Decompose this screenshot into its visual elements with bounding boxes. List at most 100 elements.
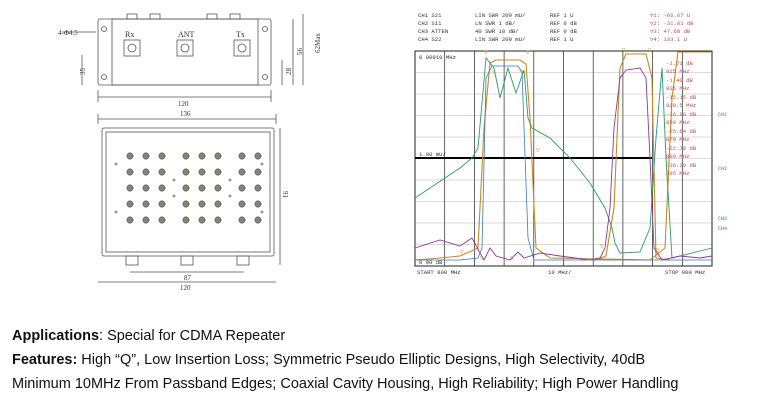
marker-15: -22.70 dB	[666, 145, 697, 152]
small-hole	[114, 162, 118, 166]
tuning-screw	[238, 216, 246, 224]
hole-label: 4-Φ4.5	[58, 29, 78, 37]
tuning-screw	[158, 200, 166, 208]
tuning-screw	[158, 216, 166, 224]
marker-triangle: ▽	[648, 47, 652, 54]
features-value-2: Minimum 10MHz From Passband Edges; Coaxi…	[12, 376, 679, 392]
side-label-ch3: CH3	[718, 216, 727, 222]
trace-s21-passband-rx	[414, 51, 712, 261]
tuning-screw	[198, 216, 206, 224]
header-ch4-scale: LIN SWR 200 mU/	[475, 36, 526, 43]
tuning-screw	[158, 184, 166, 192]
top-left-label: 0 00910 MHz	[419, 54, 456, 61]
marker-7: -1.40 dB	[666, 77, 693, 84]
tuning-screw	[198, 168, 206, 176]
marker-triangle: ▽	[656, 247, 660, 254]
tuning-screw	[254, 216, 262, 224]
marker-triangle: ▽	[536, 147, 540, 154]
top-view	[62, 13, 304, 102]
tuning-screw	[238, 152, 246, 160]
trace-atten	[415, 65, 712, 261]
tuning-screw	[238, 200, 246, 208]
tuning-screw	[142, 168, 150, 176]
small-hole	[172, 194, 176, 198]
small-hole	[114, 210, 118, 214]
tuning-screw	[158, 152, 166, 160]
tuning-screw	[198, 184, 206, 192]
dim-top-height-c: 56	[296, 48, 304, 56]
tuning-screw	[142, 152, 150, 160]
small-hole	[228, 178, 232, 182]
dim-top-width: 120	[178, 100, 189, 108]
marker-triangle: ▽	[622, 47, 626, 54]
header-ch2-ref: REF 0 dB	[550, 20, 577, 27]
tuning-screw	[182, 216, 190, 224]
marker-18: 895 MHz	[666, 170, 690, 177]
marker-triangle: ▽	[520, 69, 524, 76]
tuning-screw	[254, 200, 262, 208]
marker-10: 820.5 MHz	[666, 102, 696, 109]
tuning-screw	[254, 168, 262, 176]
tuning-screw	[142, 184, 150, 192]
tuning-screw	[198, 152, 206, 160]
tuning-screw	[142, 216, 150, 224]
small-hole	[260, 210, 264, 214]
tuning-screw	[126, 184, 134, 192]
tuning-screw	[214, 184, 222, 192]
marker-1: ▽1: -66.67 U	[650, 12, 690, 19]
tuning-screw	[214, 168, 222, 176]
features-value: High “Q”, Low Insertion Loss; Symmetric …	[77, 352, 646, 368]
tuning-screw	[126, 216, 134, 224]
marker-3: ▽3: 47.68 dB	[650, 28, 691, 35]
marker-triangle: ▽	[492, 69, 496, 76]
marker-2: ▽2: -31.01 dB	[650, 20, 694, 27]
tuning-screw	[254, 184, 262, 192]
bottom-view	[97, 114, 281, 283]
tuning-screw	[126, 200, 134, 208]
features-line-2: Minimum 10MHz From Passband Edges; Coaxi…	[12, 372, 764, 396]
header-ch4-name: CH4 S22	[418, 36, 442, 43]
dim-bottom-spacing: 87	[184, 274, 192, 282]
side-label-ch1: CH1	[718, 112, 727, 118]
marker-11: -16.90 dB	[666, 111, 697, 118]
header-ch3-scale: 40 SWR 10 dB/	[475, 28, 519, 35]
stop-frequency: STOP 900 MHz	[665, 269, 705, 276]
dim-top-height-max: 62Max	[314, 33, 322, 53]
header-ch1-name: CH1 S21	[418, 12, 442, 19]
marker-6: 825 MHz	[666, 68, 690, 75]
header-ch2-name: CH2 S11	[418, 20, 442, 27]
header-ch1-scale: LIN SWR 200 mU/	[475, 12, 526, 19]
header-ch3-ref: REF 0 dB	[550, 28, 577, 35]
marker-4: ▽4: 133.1 U	[650, 36, 687, 43]
tuning-screw	[238, 168, 246, 176]
applications-label: Applications	[12, 328, 100, 344]
marker-triangle: ▽	[600, 243, 604, 250]
marker-16: 880 MHz	[666, 153, 690, 160]
applications-value: : Special for CDMA Repeater	[99, 328, 286, 344]
header-ch3-name: CH3 ATTEN	[418, 28, 448, 35]
dim-top-height-b: 28	[285, 68, 293, 76]
mechanical-drawing: Rx ANT Tx 4-Φ4.5 120 35 28 56 62Max 136 …	[58, 13, 322, 292]
tuning-screw	[214, 152, 222, 160]
marker-14: 870 MHz	[666, 136, 690, 143]
port-label-tx: Tx	[236, 30, 245, 39]
center-frequency: 10 MHz/	[548, 269, 572, 276]
side-label-ch2: CH2	[718, 166, 727, 172]
dim-bottom-height: 91	[281, 191, 289, 199]
tuning-screw	[214, 200, 222, 208]
trace-s21-passband-tx	[595, 53, 671, 261]
small-hole	[228, 194, 232, 198]
marker-triangle: ▽	[510, 255, 514, 262]
features-label: Features:	[12, 352, 78, 368]
port-label-ant: ANT	[178, 30, 195, 39]
ref-label: 1.00 mU/	[419, 151, 446, 158]
description: Applications: Special for CDMA Repeater …	[12, 324, 764, 396]
marker-triangle: ▽	[480, 255, 484, 262]
tuning-screw	[142, 200, 150, 208]
marker-5: -1.71 dB	[666, 60, 693, 67]
header-ch1-ref: REF 1 U	[550, 12, 574, 19]
tuning-screw	[198, 200, 206, 208]
tuning-screw	[182, 152, 190, 160]
tuning-screw-grid	[114, 152, 264, 224]
header-ch2-scale: LN SWR 1 dB/	[475, 20, 516, 27]
